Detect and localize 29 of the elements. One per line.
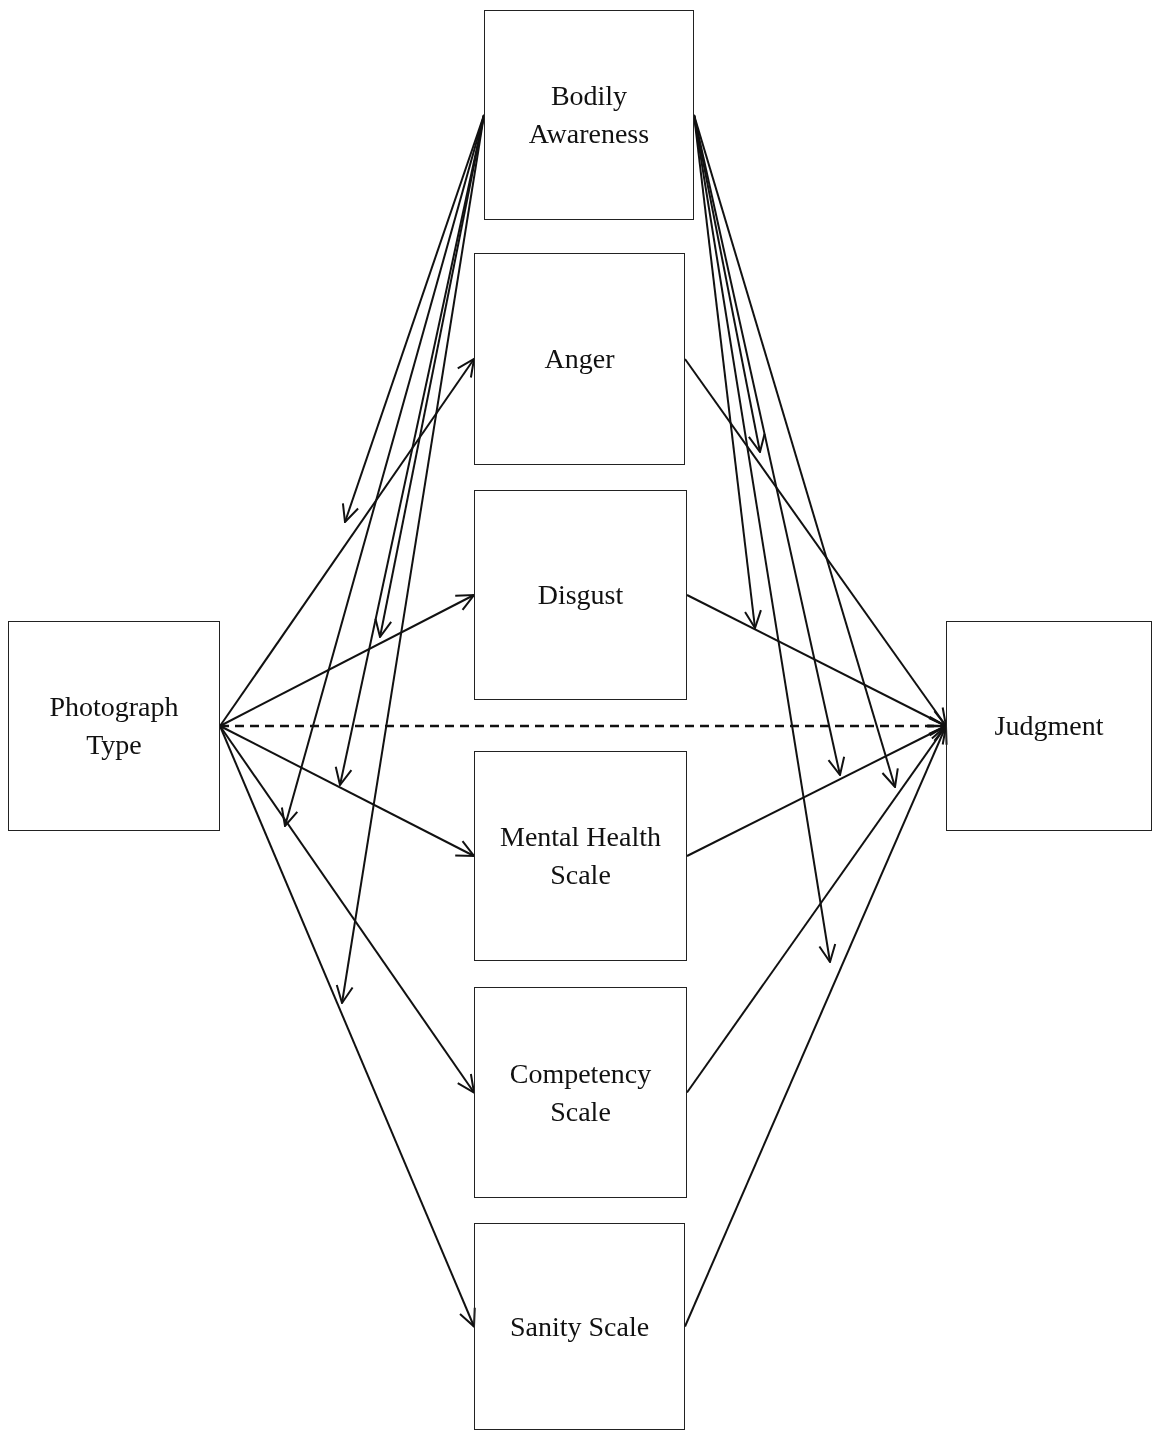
arrow — [684, 358, 947, 727]
node-label: Photograph Type — [48, 690, 180, 762]
arrow — [335, 114, 485, 1004]
arrow — [280, 114, 485, 827]
variable-box — [474, 987, 687, 1198]
arrow — [693, 114, 837, 963]
variable-box — [484, 10, 694, 220]
node-label: Anger — [543, 342, 616, 376]
arrow — [219, 725, 475, 1094]
variable-box — [474, 1223, 685, 1430]
node-label: Judgment — [993, 709, 1105, 743]
arrow — [341, 114, 485, 523]
arrow — [219, 594, 475, 727]
node-label: Disgust — [536, 578, 625, 612]
variable-box — [8, 621, 220, 831]
arrow — [693, 114, 899, 788]
node-label: Bodily Awareness — [527, 79, 651, 151]
node-label: Sanity Scale — [508, 1309, 651, 1344]
arrow — [686, 594, 947, 727]
variable-box — [474, 490, 687, 700]
variable-box — [474, 253, 685, 465]
arrow — [219, 725, 475, 857]
arrow — [219, 358, 475, 727]
variable-box — [946, 621, 1152, 831]
arrow — [684, 725, 948, 1328]
node-label: Competency Scale — [508, 1056, 653, 1129]
arrow — [219, 725, 476, 1328]
variable-box — [474, 751, 687, 961]
node-label: Mental Health Scale — [499, 820, 662, 892]
